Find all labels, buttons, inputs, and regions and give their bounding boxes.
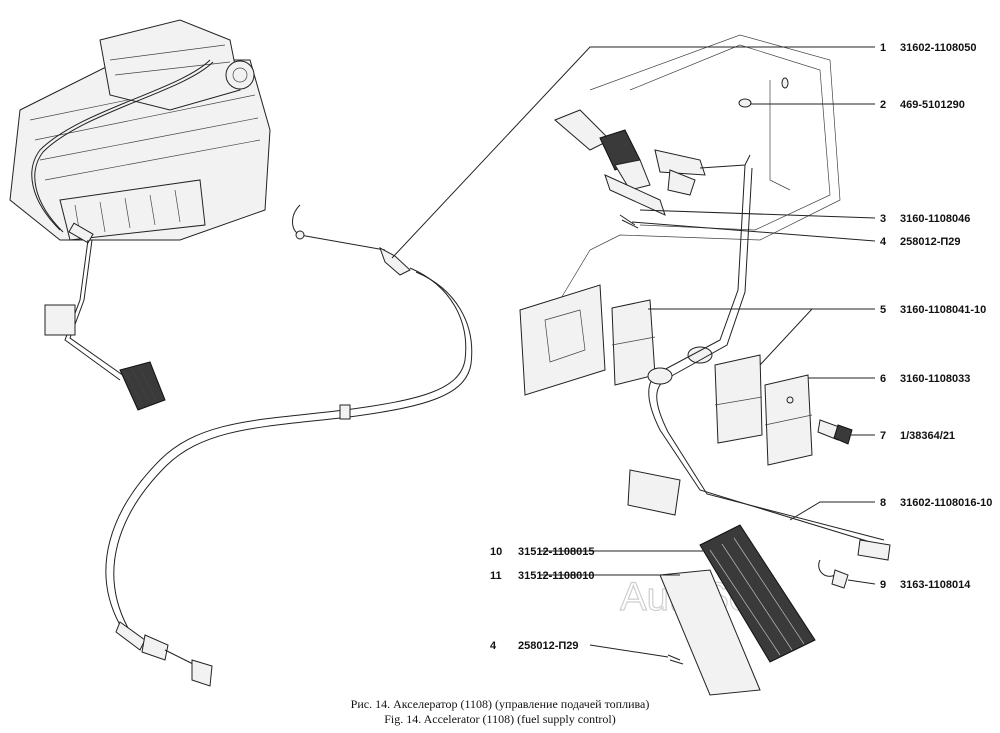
svg-text:31512-1108010: 31512-1108010 bbox=[518, 570, 594, 582]
cotter-pin-part-4-lower bbox=[667, 654, 684, 665]
bolt-part-7 bbox=[817, 419, 853, 445]
svg-text:31602-1108016-10: 31602-1108016-10 bbox=[900, 497, 992, 509]
cotter-pin-part-4-upper bbox=[619, 214, 639, 229]
svg-text:8: 8 bbox=[880, 497, 886, 509]
cable-sleeve-part-1 bbox=[554, 109, 751, 196]
svg-text:31602-1108050: 31602-1108050 bbox=[900, 42, 976, 54]
callout-5: 5 3160-1108041-10 bbox=[880, 304, 986, 316]
svg-text:6: 6 bbox=[880, 373, 886, 385]
svg-text:5: 5 bbox=[880, 304, 886, 316]
mount-plate bbox=[519, 284, 606, 396]
callout-1: 1 31602-1108050 bbox=[880, 42, 976, 54]
callout-8: 8 31602-1108016-10 bbox=[880, 497, 992, 509]
floor-bracket bbox=[627, 469, 681, 516]
callout-11: 11 31512-1108010 bbox=[490, 570, 594, 582]
svg-text:258012-П29: 258012-П29 bbox=[518, 640, 579, 652]
callout-4-lower: 4 258012-П29 bbox=[490, 640, 579, 652]
svg-text:9: 9 bbox=[880, 579, 886, 591]
svg-text:4: 4 bbox=[490, 640, 497, 652]
svg-text:1: 1 bbox=[880, 42, 886, 54]
callout-3: 3 3160-1108046 bbox=[880, 213, 970, 225]
svg-text:4: 4 bbox=[880, 236, 887, 248]
callout-9: 9 3163-1108014 bbox=[880, 579, 971, 591]
svg-text:11: 11 bbox=[490, 570, 502, 582]
svg-text:3160-1108033: 3160-1108033 bbox=[900, 373, 970, 385]
svg-text:1/38364/21: 1/38364/21 bbox=[900, 430, 955, 442]
washer-part-2 bbox=[738, 77, 789, 108]
svg-text:31512-1108015: 31512-1108015 bbox=[518, 546, 594, 558]
callout-10: 10 31512-1108015 bbox=[490, 546, 594, 558]
svg-text:3163-1108014: 3163-1108014 bbox=[900, 579, 971, 591]
clip-part-9 bbox=[818, 559, 849, 589]
accelerator-cable bbox=[105, 204, 473, 687]
bracket-part-6 bbox=[764, 374, 813, 466]
svg-text:3160-1108041-10: 3160-1108041-10 bbox=[900, 304, 986, 316]
callout-6: 6 3160-1108033 bbox=[880, 373, 970, 385]
bulkhead-outline bbox=[559, 34, 841, 301]
figure-caption-en: Fig. 14. Accelerator (1108) (fuel supply… bbox=[384, 712, 616, 726]
pedal-lever-part-8 bbox=[647, 164, 891, 561]
svg-text:10: 10 bbox=[490, 546, 502, 558]
figure-caption-ru: Рис. 14. Акселератор (1108) (управление … bbox=[350, 697, 650, 711]
engine-illustration bbox=[9, 19, 271, 411]
svg-text:258012-П29: 258012-П29 bbox=[900, 236, 961, 248]
callout-4-upper: 4 258012-П29 bbox=[880, 236, 961, 248]
svg-text:469-5101290: 469-5101290 bbox=[900, 99, 965, 111]
bracket-part-3 bbox=[604, 174, 666, 216]
callout-2: 2 469-5101290 bbox=[880, 99, 965, 111]
bulkhead-crease bbox=[769, 80, 791, 191]
bulkhead-inner-outline bbox=[629, 44, 831, 231]
svg-text:7: 7 bbox=[880, 430, 886, 442]
svg-text:3160-1108046: 3160-1108046 bbox=[900, 213, 970, 225]
leader-lines bbox=[391, 46, 876, 658]
bushing-holder-part-5 bbox=[611, 299, 763, 444]
svg-text:3: 3 bbox=[880, 213, 886, 225]
svg-text:2: 2 bbox=[880, 99, 886, 111]
callout-7: 7 1/38364/21 bbox=[880, 430, 955, 442]
pedal-pad-parts-10-11 bbox=[659, 524, 816, 696]
